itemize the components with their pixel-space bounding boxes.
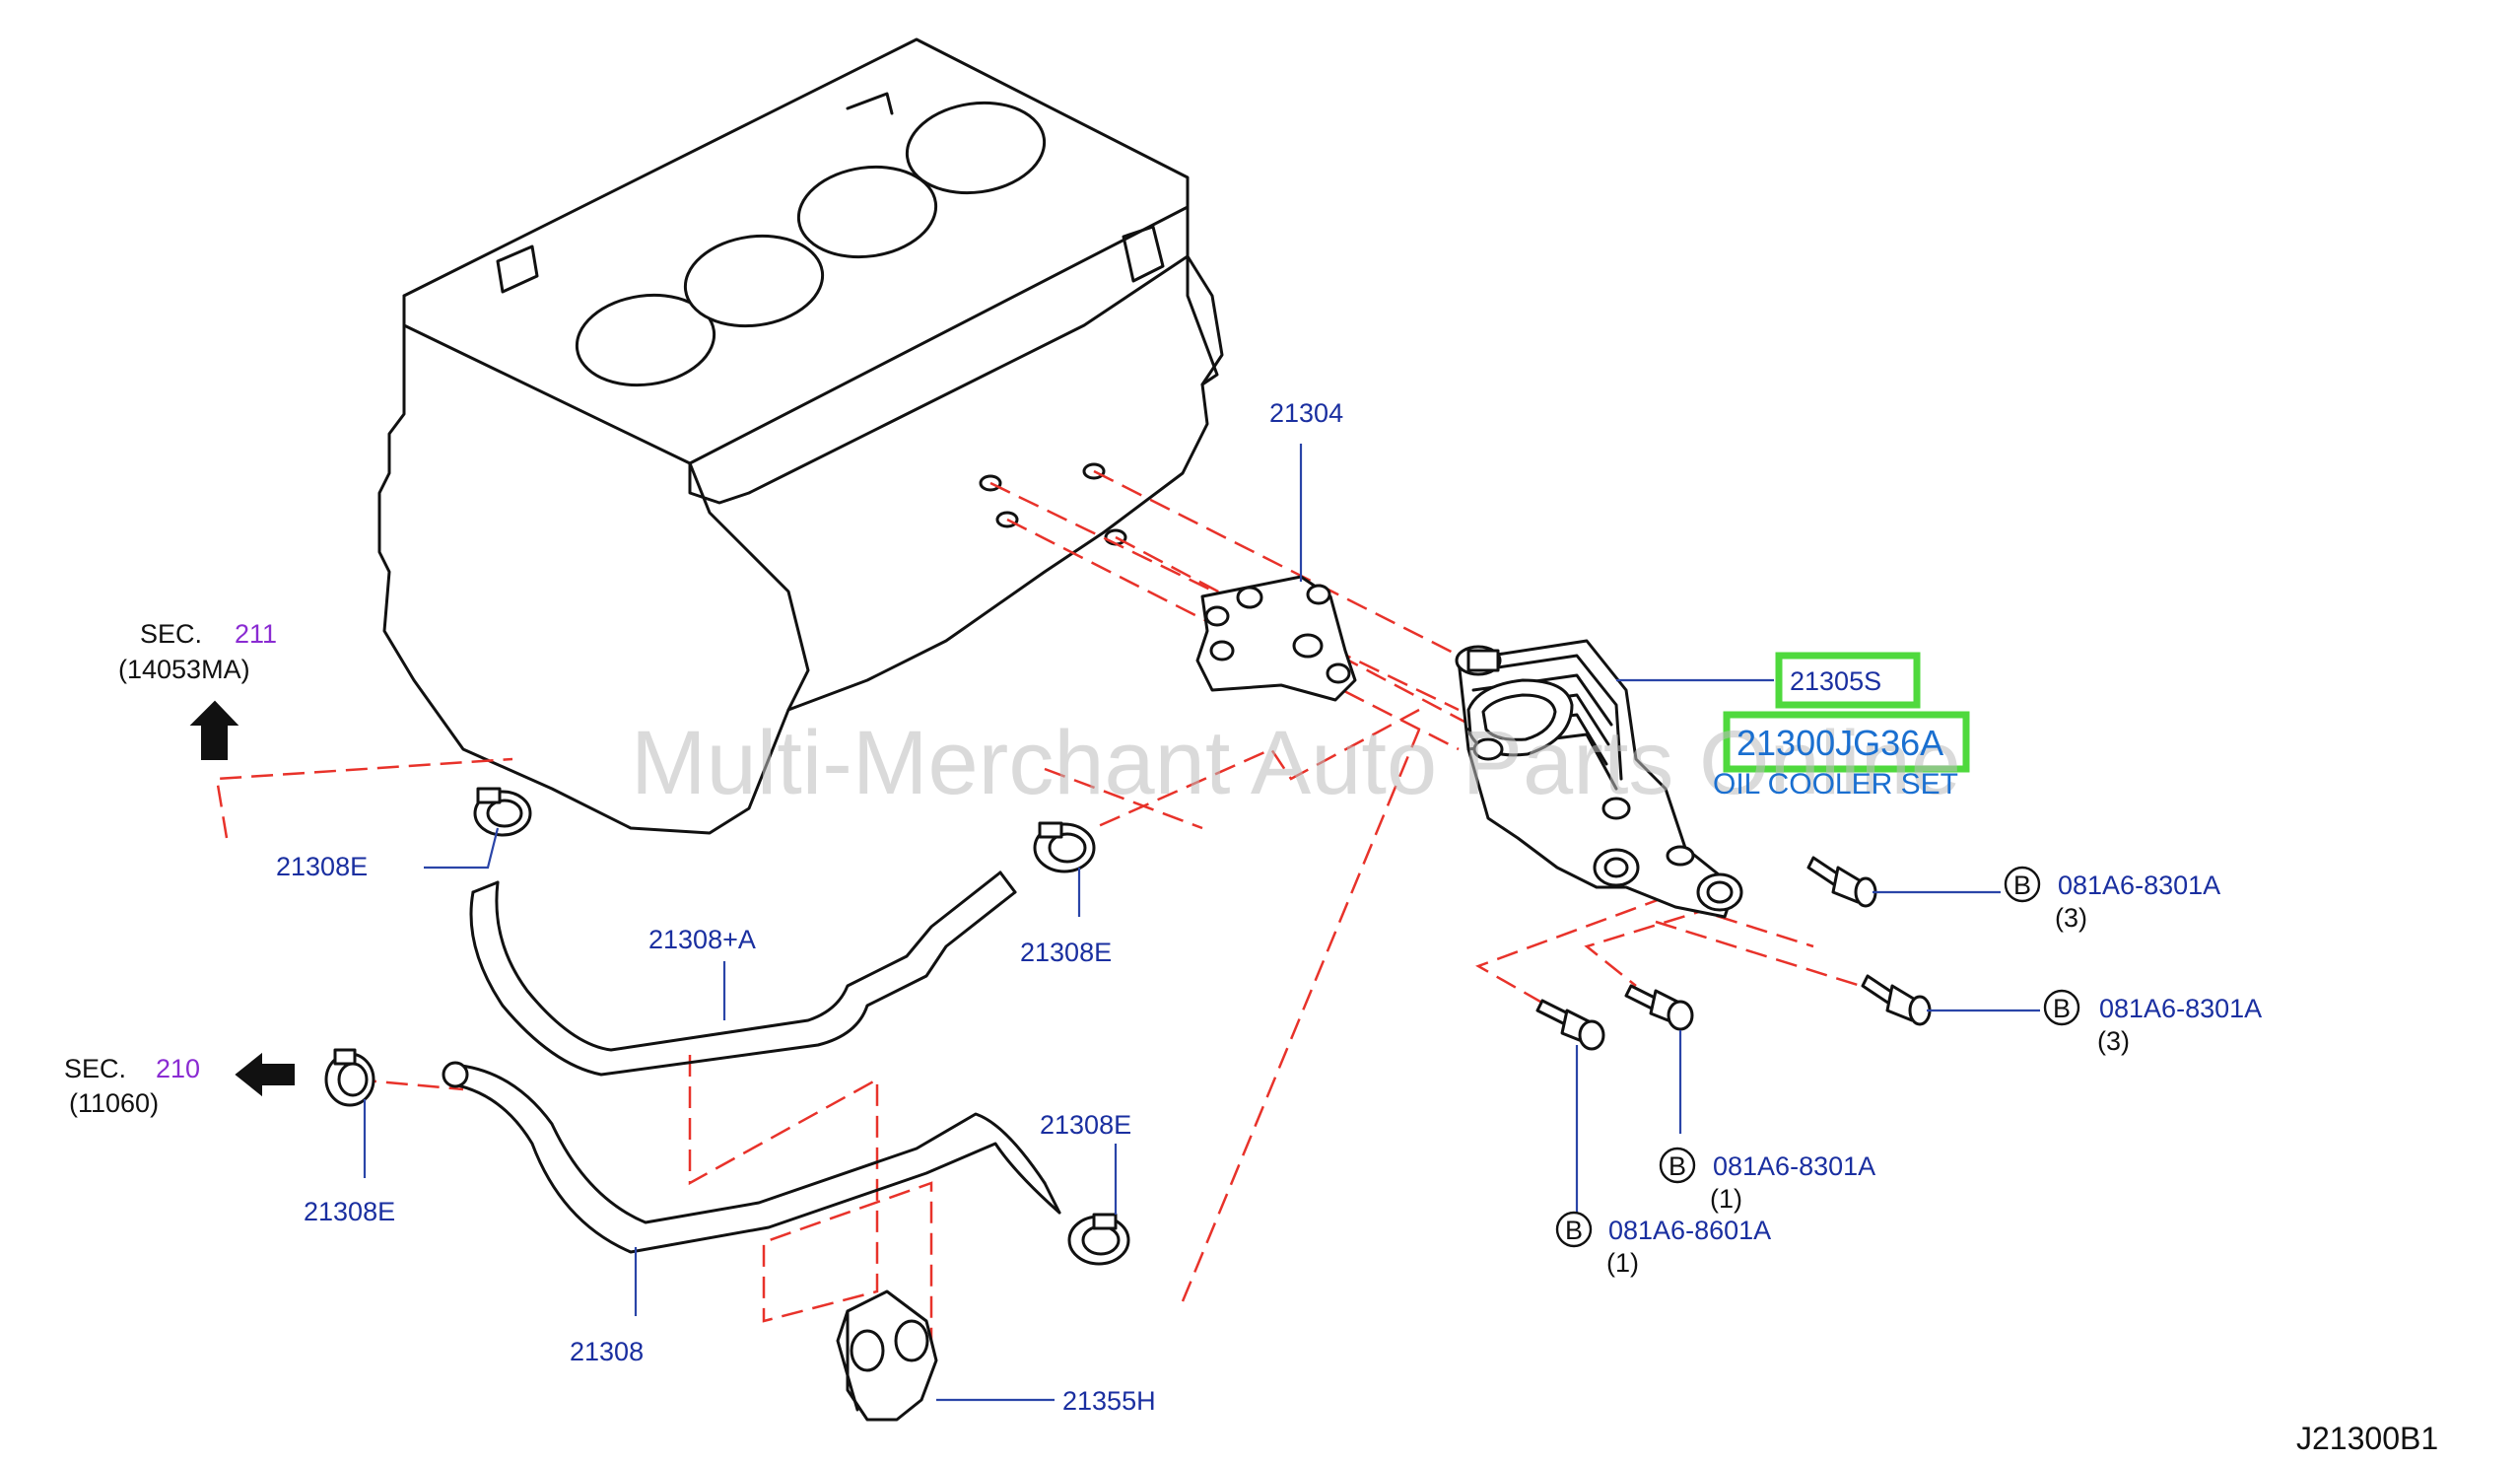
label-21300jg36a: 21300JG36A bbox=[1737, 723, 1943, 763]
label-hose-a: 21308+A bbox=[648, 925, 756, 954]
b-marker-3: B bbox=[1669, 1151, 1686, 1181]
bolt-lower-right[interactable] bbox=[1861, 974, 1932, 1026]
clamp-upper-left[interactable] bbox=[473, 787, 532, 837]
watermark: Multi-Merchant Auto Parts Online bbox=[631, 713, 1961, 813]
label-bolt4: 081A6-8601A bbox=[1608, 1216, 1771, 1245]
clamp-center[interactable] bbox=[1033, 821, 1096, 873]
clamp-lower-right[interactable] bbox=[1067, 1213, 1130, 1266]
b-marker-1: B bbox=[2013, 871, 2031, 900]
label-bolt1: 081A6-8301A bbox=[2058, 871, 2220, 900]
label-sec211-ref: (14053MA) bbox=[118, 655, 250, 684]
bolt-upper-right[interactable] bbox=[1806, 856, 1877, 908]
gasket-21304[interactable] bbox=[1195, 575, 1357, 702]
label-bolt4-qty: (1) bbox=[1606, 1248, 1639, 1278]
label-oil-cooler-set: OIL COOLER SET bbox=[1713, 768, 1958, 801]
label-hose-main: 21308 bbox=[570, 1337, 644, 1366]
label-clamp-lower-left: 21308E bbox=[304, 1197, 395, 1226]
highlight-21300jg36a bbox=[1723, 711, 1970, 773]
label-bolt3: 081A6-8301A bbox=[1713, 1151, 1875, 1181]
diagram-id: J21300B1 bbox=[2296, 1421, 2438, 1456]
label-bracket: 21355H bbox=[1062, 1386, 1156, 1416]
label-21304: 21304 bbox=[1269, 398, 1343, 428]
b-marker-4: B bbox=[1565, 1216, 1583, 1245]
bolt-left[interactable] bbox=[1535, 999, 1605, 1051]
hose-21308-a[interactable] bbox=[469, 871, 1017, 1077]
engine-block bbox=[377, 37, 1224, 835]
label-clamp-lower-right: 21308E bbox=[1040, 1110, 1131, 1140]
label-bolt1-qty: (3) bbox=[2055, 903, 2087, 933]
label-clamp-center: 21308E bbox=[1020, 938, 1112, 967]
label-sec210: SEC. bbox=[64, 1054, 126, 1083]
label-sec210-num: 210 bbox=[156, 1054, 200, 1083]
label-sec210-ref: (11060) bbox=[69, 1088, 159, 1118]
hose-21308[interactable] bbox=[442, 1061, 1061, 1254]
label-sec211: SEC. bbox=[140, 619, 202, 649]
label-bolt2-qty: (3) bbox=[2097, 1026, 2130, 1056]
b-marker-2: B bbox=[2053, 994, 2071, 1023]
bolt-center[interactable] bbox=[1624, 984, 1694, 1031]
label-21305s: 21305S bbox=[1790, 666, 1881, 696]
arrow-sec-210 bbox=[235, 1052, 295, 1097]
label-clamp-upper-left: 21308E bbox=[276, 852, 368, 881]
bracket-21355h[interactable] bbox=[836, 1289, 938, 1422]
oil-cooler[interactable] bbox=[1455, 639, 1743, 919]
highlight-21305s bbox=[1775, 652, 1921, 709]
clamp-lower-left[interactable] bbox=[324, 1048, 375, 1107]
b-markers bbox=[1555, 866, 2080, 1248]
leader-lines bbox=[363, 444, 2040, 1402]
label-bolt3-qty: (1) bbox=[1710, 1184, 1742, 1214]
label-sec211-num: 211 bbox=[235, 619, 277, 649]
label-bolt2: 081A6-8301A bbox=[2099, 994, 2262, 1023]
arrow-sec-211 bbox=[189, 700, 239, 760]
